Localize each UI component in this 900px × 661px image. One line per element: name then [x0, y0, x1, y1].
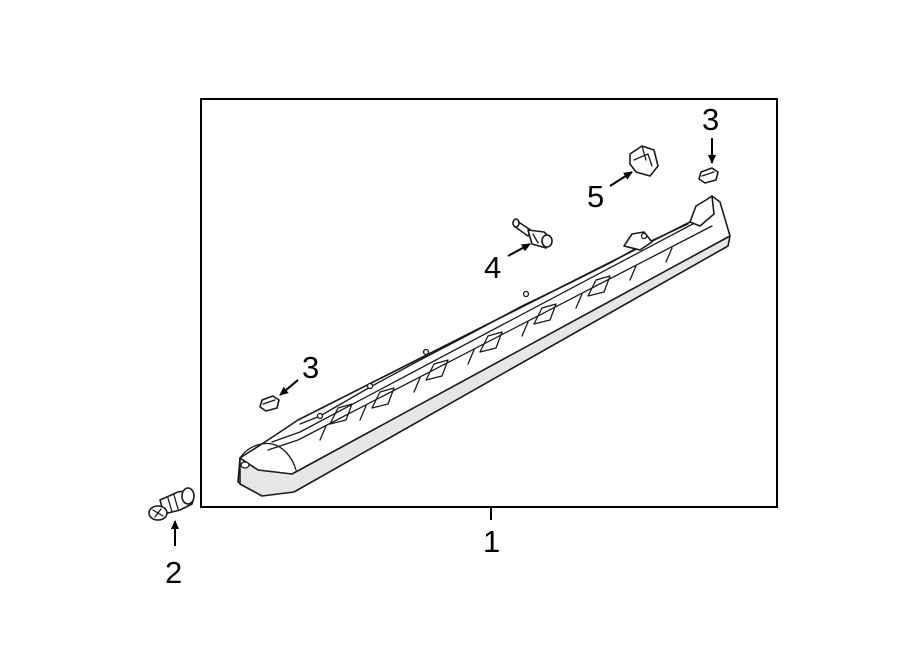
bracket-clip: [629, 145, 659, 177]
callout-4: 4: [484, 250, 501, 285]
grommet-clip-lower: [259, 395, 280, 412]
grommet-clip-upper: [698, 167, 719, 184]
leader-arrow-3-lower: [279, 379, 299, 396]
push-pin-clip: [148, 487, 195, 521]
callout-3-lower: 3: [302, 350, 319, 385]
callout-2: 2: [165, 555, 182, 590]
rocker-molding: [237, 195, 731, 497]
callout-3-upper: 3: [702, 102, 719, 137]
leader-arrow-4: [507, 243, 531, 257]
leader-arrow-5: [609, 171, 633, 187]
stud-bolt: [512, 218, 553, 249]
assembly-frame: [200, 98, 778, 508]
callout-5: 5: [587, 179, 604, 214]
callout-1: 1: [483, 524, 500, 559]
